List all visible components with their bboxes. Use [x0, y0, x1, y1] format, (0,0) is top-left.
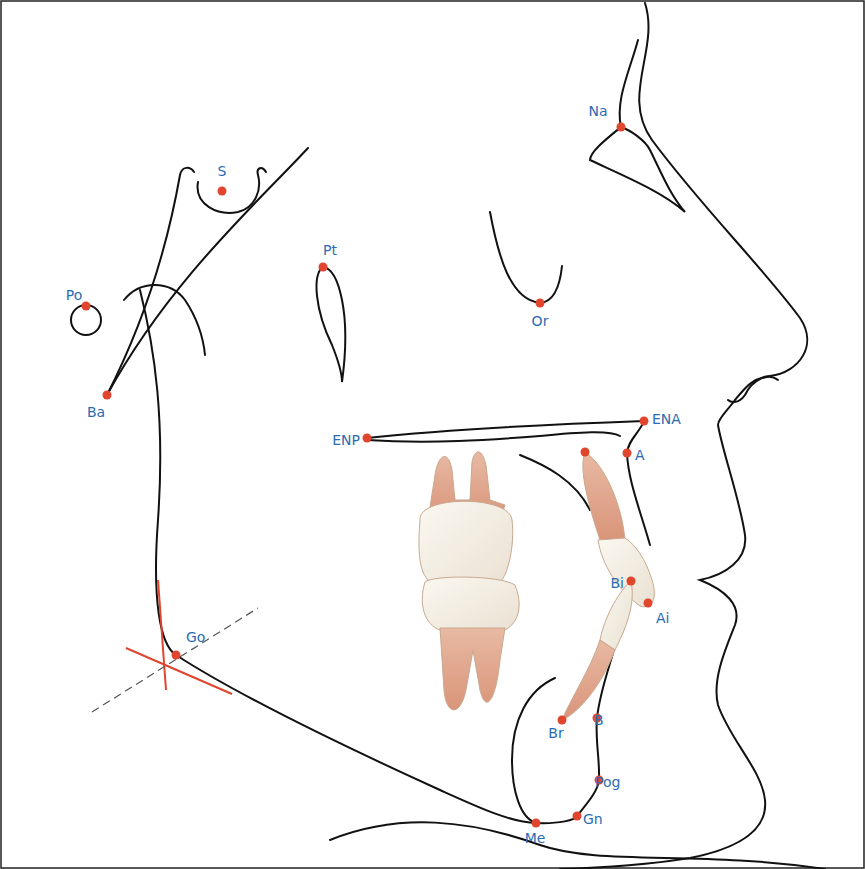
landmark-label: Ba [87, 405, 105, 419]
landmark-label: Go [186, 630, 205, 644]
landmark-label: ENP [332, 433, 360, 447]
landmark-label: Po [66, 288, 83, 302]
landmark-label: Ai [656, 611, 669, 625]
landmark-label: ENA [652, 412, 681, 426]
landmark-label: Gn [583, 812, 603, 826]
landmark-label: Br [548, 726, 563, 740]
landmark-label: Pog [595, 775, 620, 789]
landmark-label: Me [525, 831, 546, 845]
landmark-dots [82, 123, 653, 828]
landmark-label: A [635, 448, 645, 462]
outlines [71, 3, 825, 869]
landmark-label: Or [532, 314, 549, 328]
landmark-label: Na [588, 104, 607, 118]
landmark-label: B [594, 713, 604, 727]
landmark-label: S [218, 164, 227, 178]
landmark-label: Pt [323, 243, 337, 257]
teeth [419, 452, 654, 720]
gonion-construction [92, 580, 258, 712]
landmark-label: Bi [611, 576, 625, 590]
